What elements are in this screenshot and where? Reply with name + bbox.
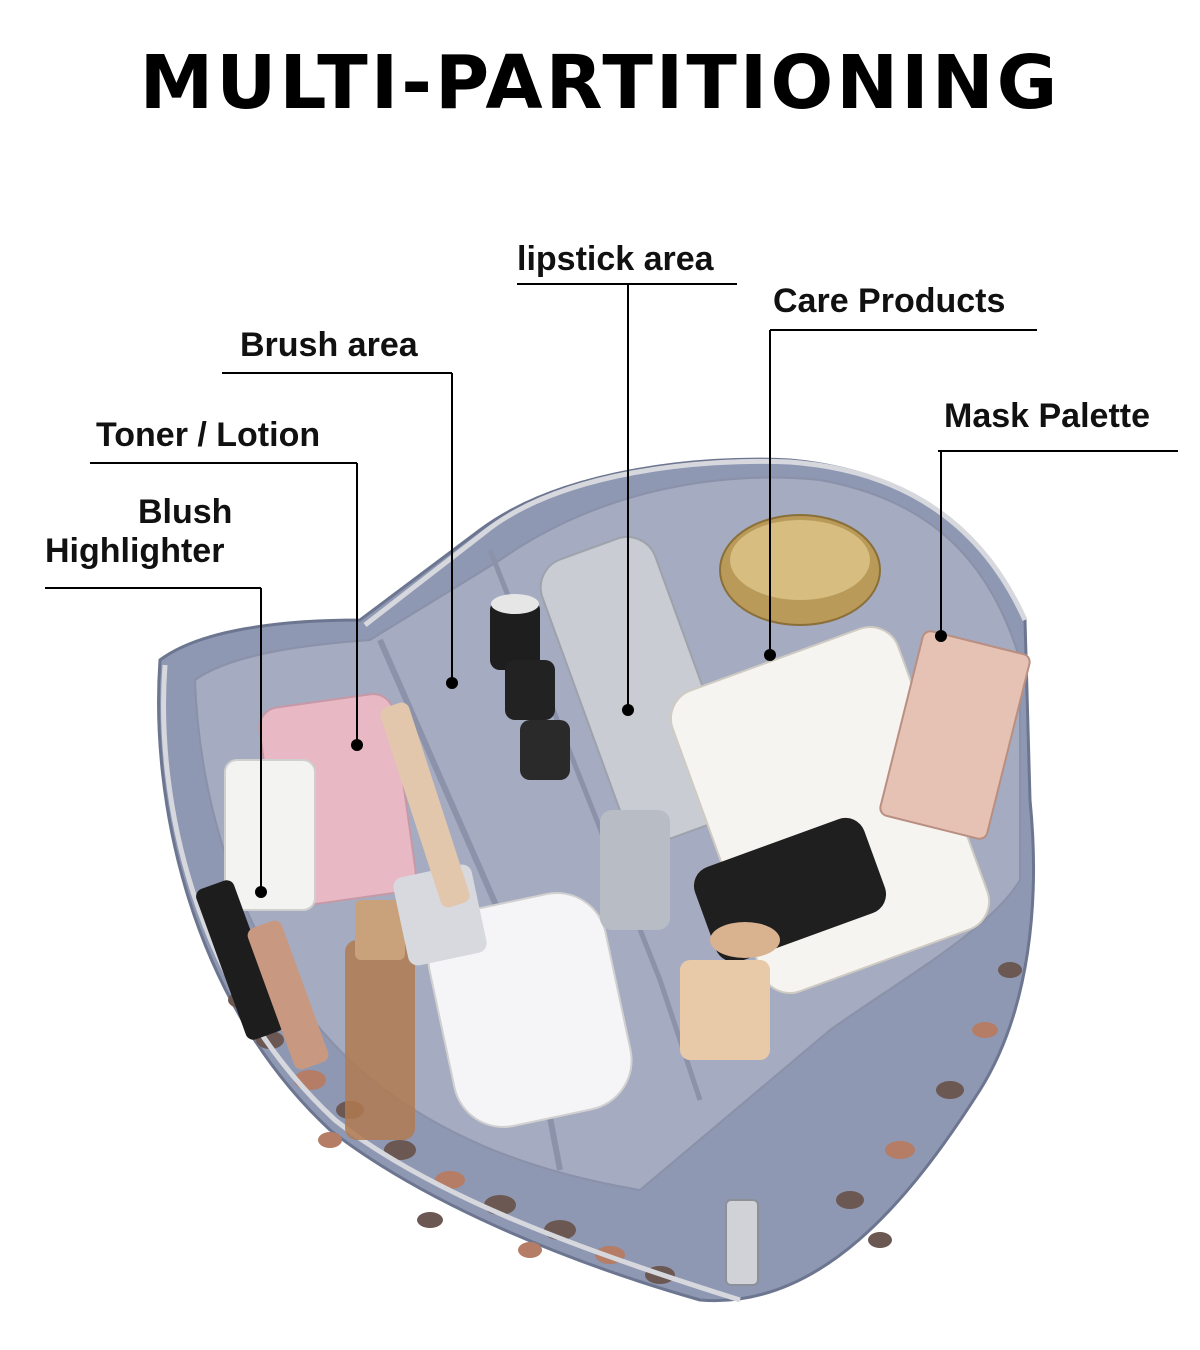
label-highlighter: Highlighter (45, 532, 225, 570)
products (196, 514, 1031, 1140)
label-lipstick-area: lipstick area (517, 240, 714, 278)
label-brush-area: Brush area (240, 326, 418, 364)
makeup-bag (157, 457, 1035, 1303)
label-mask-palette: Mask Palette (944, 397, 1150, 435)
page-title: MULTI-PARTITIONING (139, 40, 1061, 126)
callout-dots (255, 630, 947, 898)
label-blush: Blush (138, 493, 233, 531)
label-care-products: Care Products (773, 282, 1006, 320)
zipper-pull-icon (725, 1199, 759, 1286)
label-toner-lotion: Toner / Lotion (96, 416, 321, 454)
callout-lines (45, 283, 1178, 892)
